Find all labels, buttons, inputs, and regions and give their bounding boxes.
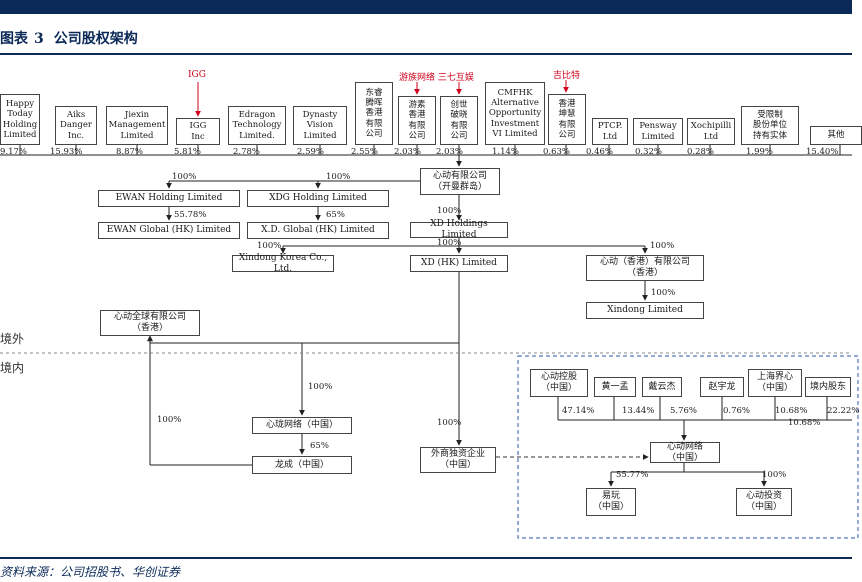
pct-d-shanghai2: 10.68%: [788, 418, 821, 428]
holder-dai: 戴云杰: [642, 377, 682, 397]
entity-xindong-global: 心动全球有限公司 （香港）: [100, 310, 200, 336]
pct-ewan-holding: 100%: [172, 172, 197, 182]
shareholder-box: Xochipilli Ltd: [687, 118, 735, 145]
pct-xd-global: 65%: [326, 210, 345, 220]
shareholder-box: 其他: [810, 126, 862, 145]
shareholder-pct: 2.03%: [436, 147, 464, 157]
pct-xinhuan: 100%: [308, 382, 333, 392]
pct-xindong-hk: 100%: [650, 241, 675, 251]
shareholder-pct: 2.55%: [351, 147, 379, 157]
shareholder-box: 香港 坤慧 有限 公司: [548, 94, 586, 145]
pct-xd-hk: 100%: [437, 238, 462, 248]
pct-invest: 100%: [762, 470, 787, 480]
shareholder-pct: 1.14%: [492, 147, 520, 157]
shareholder-pct: 15.40%: [806, 147, 839, 157]
shareholder-box: CMFHK Alternative Opportunity Investment…: [485, 82, 545, 145]
entity-xd-hk: XD (HK) Limited: [410, 255, 508, 272]
shareholder-pct: 0.46%: [586, 147, 614, 157]
source-note: 资料来源：公司招股书、华创证券: [0, 565, 181, 579]
shareholder-box: 受限制 股份单位 持有实体: [741, 106, 799, 145]
holder-shanghai: 上海界心 （中国）: [748, 369, 802, 397]
entity-ewan-holding: EWAN Holding Limited: [98, 190, 240, 207]
shareholder-box: Happy Today Holding Limited: [0, 94, 40, 145]
shareholder-pct: 2.03%: [394, 147, 422, 157]
entity-xindong-hk: 心动（香港）有限公司 （香港）: [586, 255, 704, 281]
entity-wofe: 外商独资企业 （中国）: [420, 447, 496, 473]
pct-d-shanghai: 10.68%: [775, 406, 808, 416]
entity-ewan-global: EWAN Global (HK) Limited: [98, 222, 240, 239]
pct-d-huang: 13.44%: [622, 406, 655, 416]
entity-yiwan: 易玩 （中国）: [586, 488, 636, 516]
shareholder-pct: 15.93%: [50, 147, 83, 157]
pct-longcheng: 65%: [310, 441, 329, 451]
shareholder-box: Dynasty Vision Limited: [293, 106, 347, 145]
holder-huang: 黄一孟: [594, 377, 636, 397]
pct-d-dai: 5.76%: [670, 406, 698, 416]
shareholder-box: Jiexin Management Limited: [106, 106, 168, 145]
shareholder-box: Pensway Limited: [633, 118, 683, 145]
entity-xd-global: X.D. Global (HK) Limited: [247, 222, 389, 239]
entity-xd-cayman: 心动有限公司 （开曼群岛）: [420, 168, 500, 195]
pct-d-domestic: 22.22%: [827, 406, 860, 416]
zone-outside: 境外: [0, 332, 25, 346]
entity-xindong-limited: Xindong Limited: [586, 302, 704, 319]
entity-xinhuan: 心珑网络（中国）: [252, 417, 352, 434]
parent-label-youzu-37: 游族网络 三七互娱: [399, 73, 474, 83]
shareholder-pct: 0.28%: [687, 147, 715, 157]
entity-xdg-holding: XDG Holding Limited: [247, 190, 389, 207]
holder-xd-control: 心动控股 （中国）: [530, 369, 588, 397]
shareholder-pct: 0.32%: [635, 147, 663, 157]
pct-d-zhao: 0.76%: [723, 406, 751, 416]
entity-xindong-korea: Xindong Korea Co., Ltd.: [232, 253, 334, 274]
shareholder-box: 东睿 腾晖 香港 有限 公司: [355, 82, 393, 145]
entity-xd-network: 心动网络 （中国）: [650, 442, 720, 463]
pct-xindong-limited: 100%: [651, 288, 676, 298]
top-banner: [0, 0, 852, 14]
zone-inside: 境内: [0, 361, 25, 375]
parent-label-igg: IGG: [188, 70, 206, 80]
holder-zhao: 赵宇龙: [700, 377, 744, 397]
shareholder-pct: 9.17%: [0, 147, 28, 157]
title-rule: [0, 53, 852, 55]
shareholder-pct: 0.63%: [543, 147, 571, 157]
shareholder-pct: 8.87%: [116, 147, 144, 157]
parent-label-jiren: 吉比特: [553, 71, 581, 81]
holder-domestic: 境内股东: [805, 377, 851, 397]
entity-xd-holdings: XD Holdings Limited: [410, 219, 508, 240]
pct-yiwan: 55.77%: [616, 470, 649, 480]
shareholder-box: Edragon Technology Limited.: [228, 106, 286, 145]
shareholder-box: Aiks Danger Inc.: [55, 106, 97, 145]
entity-longcheng: 龙成（中国）: [252, 456, 352, 474]
pct-korea: 100%: [257, 241, 282, 251]
shareholder-pct: 1.99%: [746, 147, 774, 157]
pct-global-hk: 100%: [157, 415, 182, 425]
pct-xd-holdings: 100%: [437, 206, 462, 216]
shareholder-box: PTCP. Ltd: [592, 118, 628, 145]
pct-wofe: 100%: [437, 418, 462, 428]
shareholder-box: 游素 香港 有限 公司: [398, 96, 436, 145]
shareholder-pct: 2.78%: [233, 147, 261, 157]
shareholder-box: 创世 破晓 有限 公司: [440, 96, 478, 145]
bottom-rule: [0, 557, 852, 559]
shareholder-pct: 5.81%: [174, 147, 202, 157]
pct-ewan-global: 55.78%: [174, 210, 207, 220]
shareholder-pct: 2.59%: [297, 147, 325, 157]
shareholder-box: IGG Inc: [176, 118, 220, 145]
pct-d-control: 47.14%: [562, 406, 595, 416]
entity-xd-invest: 心动投资 （中国）: [736, 488, 792, 516]
pct-xdg-holding: 100%: [326, 172, 351, 182]
